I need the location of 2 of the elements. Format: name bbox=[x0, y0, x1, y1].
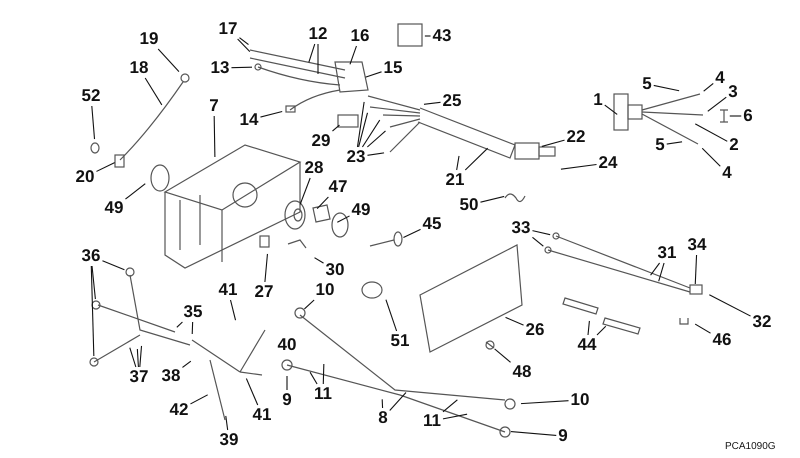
drawing-code: PCA1090G bbox=[725, 441, 776, 452]
callout-number: 40 bbox=[276, 336, 298, 354]
